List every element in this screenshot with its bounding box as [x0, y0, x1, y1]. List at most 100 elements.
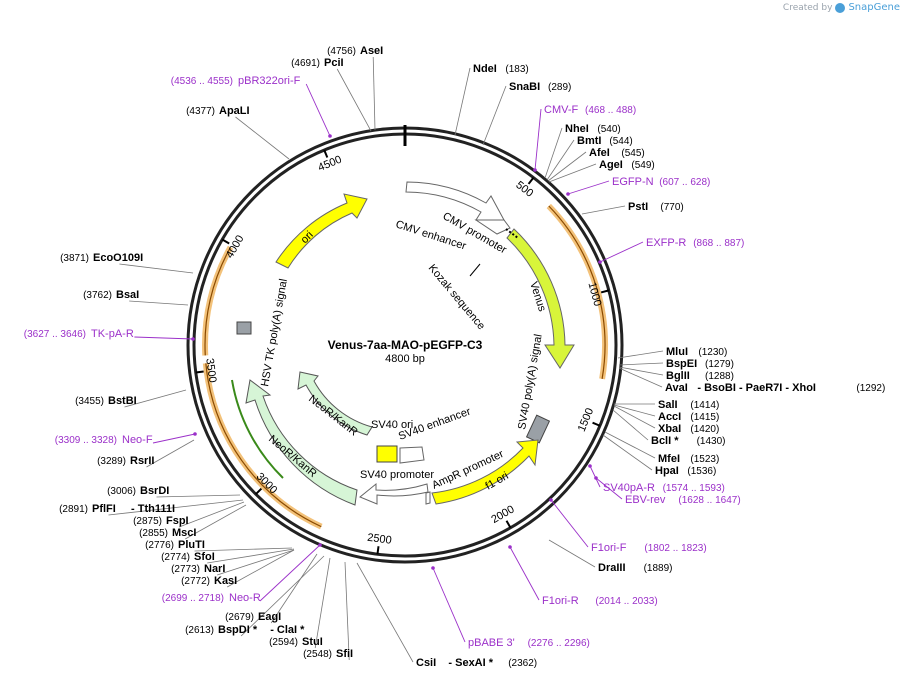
- sv40-polya-box[interactable]: [525, 414, 551, 444]
- enzyme-name[interactable]: FspI: [166, 515, 189, 527]
- enzyme-name[interactable]: EagI: [258, 611, 281, 623]
- primer-position: (2276 .. 2296): [528, 638, 590, 649]
- enzyme-name[interactable]: AccI: [658, 411, 681, 423]
- enzyme-name[interactable]: MfeI: [658, 453, 680, 465]
- enzyme-extra[interactable]: - ClaI *: [270, 624, 305, 636]
- enzyme-name[interactable]: PciI: [324, 57, 344, 69]
- primer-name[interactable]: EXFP-R: [646, 237, 686, 249]
- sv40-promoter-arrow[interactable]: [359, 482, 429, 505]
- enzyme-name[interactable]: CsiI: [416, 657, 436, 669]
- enzyme-name[interactable]: MscI: [172, 527, 196, 539]
- primer-name[interactable]: EGFP-N: [612, 176, 654, 188]
- tick-label: 2500: [367, 532, 393, 547]
- features: [231, 181, 575, 506]
- enzyme-name[interactable]: KasI: [214, 575, 237, 587]
- primer-site-mark: [328, 134, 332, 138]
- hsv-tk-polya-box[interactable]: [236, 321, 252, 335]
- neokanr-inner-arrow[interactable]: [297, 371, 373, 436]
- primer-name[interactable]: F1ori-R: [542, 595, 579, 607]
- orf-arc: [205, 363, 322, 528]
- enzyme-name[interactable]: AvaI: [665, 382, 688, 394]
- enzyme-name[interactable]: NarI: [204, 563, 225, 575]
- enzyme-name[interactable]: AgeI: [599, 159, 623, 171]
- venus-arrow[interactable]: [506, 228, 575, 369]
- primer-name[interactable]: Neo-R: [229, 592, 261, 604]
- primer-name[interactable]: TK-pA-R: [91, 328, 134, 340]
- enzyme-name[interactable]: BsaI: [116, 289, 139, 301]
- primer-leader: [432, 567, 466, 643]
- primer-name[interactable]: Neo-F: [122, 434, 153, 446]
- enzyme-name[interactable]: ApaLI: [219, 105, 250, 117]
- enzyme-name[interactable]: HpaI: [655, 465, 679, 477]
- f1-ori-arrow[interactable]: [431, 439, 539, 505]
- primer-labels: (4536 .. 4555)pBR322ori-F(468 .. 488)CMV…: [24, 75, 745, 649]
- enzyme-name[interactable]: XbaI: [658, 423, 681, 435]
- enzyme-position: (770): [660, 202, 683, 213]
- tick-label: 2000: [489, 503, 516, 526]
- enzyme-position: (2855): [139, 528, 168, 539]
- enzyme-name[interactable]: BmtI: [577, 135, 601, 147]
- primer-name[interactable]: pBABE 3': [468, 637, 515, 649]
- label-sv40-promoter: SV40 promoter: [360, 469, 434, 481]
- snapgene-logo-icon: [835, 2, 846, 13]
- enzyme-name[interactable]: BclI *: [651, 435, 679, 447]
- enzyme-extra[interactable]: - Tth111I: [131, 503, 175, 515]
- kozak-mark: [469, 263, 481, 277]
- enzyme-extra[interactable]: - BsoBI - PaeR7I - XhoI: [697, 382, 816, 394]
- enzyme-leader: [240, 555, 325, 637]
- primer-name[interactable]: F1ori-F: [591, 542, 627, 554]
- enzyme-extra[interactable]: - SexAI *: [448, 657, 493, 669]
- primer-position: (2014 .. 2033): [595, 596, 657, 607]
- enzyme-name[interactable]: DraIII: [598, 562, 626, 574]
- enzyme-name[interactable]: SfiI: [336, 648, 353, 660]
- enzyme-leader: [547, 151, 587, 182]
- tick-label: 1000: [585, 281, 603, 308]
- bp-ticks: [195, 149, 610, 555]
- enzyme-leader: [185, 504, 247, 540]
- enzyme-name[interactable]: NheI: [565, 123, 589, 135]
- enzyme-name[interactable]: BstBI: [108, 395, 137, 407]
- ampr-promoter-box[interactable]: [425, 491, 431, 505]
- enzyme-position: (1230): [698, 347, 727, 358]
- enzyme-position: (2774): [161, 552, 190, 563]
- primer-name[interactable]: EBV-rev: [625, 494, 666, 506]
- enzyme-position: (2875): [133, 516, 162, 527]
- enzyme-name[interactable]: BspEI: [666, 358, 697, 370]
- enzyme-name[interactable]: SnaBI: [509, 81, 540, 93]
- enzyme-name[interactable]: RsrII: [130, 455, 154, 467]
- cmv-promoter-arrow[interactable]: [474, 219, 511, 235]
- enzyme-position: (1288): [705, 371, 734, 382]
- enzyme-name[interactable]: PluTI: [178, 539, 205, 551]
- primer-site-mark: [533, 168, 537, 172]
- tick-mark: [221, 238, 230, 245]
- primer-name[interactable]: pBR322ori-F: [238, 75, 301, 87]
- primer-position: (1574 .. 1593): [663, 483, 725, 494]
- primer-leader: [509, 546, 540, 601]
- sv40-ori-box[interactable]: [376, 445, 398, 463]
- enzyme-name[interactable]: AfeI: [589, 147, 610, 159]
- neokanr-outer-arrow[interactable]: [245, 379, 358, 506]
- enzyme-name[interactable]: MluI: [666, 346, 688, 358]
- enzyme-name[interactable]: EcoO109I: [93, 252, 143, 264]
- enzyme-position: (1414): [690, 400, 719, 411]
- enzyme-position: (1889): [644, 563, 673, 574]
- enzyme-leader: [108, 499, 244, 516]
- enzyme-name[interactable]: BglII: [666, 370, 690, 382]
- ori-arrow[interactable]: [275, 193, 368, 269]
- primer-name[interactable]: CMV-F: [544, 104, 579, 116]
- enzyme-name[interactable]: PstI: [628, 201, 648, 213]
- primer-leader: [595, 477, 623, 500]
- enzyme-name[interactable]: StuI: [302, 636, 323, 648]
- enzyme-name[interactable]: SalI: [658, 399, 678, 411]
- primer-site-mark: [549, 498, 553, 502]
- primer-name[interactable]: SV40pA-R: [603, 482, 655, 494]
- enzyme-name[interactable]: PflFI: [92, 503, 116, 515]
- enzyme-name[interactable]: SfoI: [194, 551, 215, 563]
- enzyme-name[interactable]: BsrDI: [140, 485, 169, 497]
- enzyme-name[interactable]: BspDI *: [218, 624, 258, 636]
- enzyme-name[interactable]: NdeI: [473, 63, 497, 75]
- enzyme-name[interactable]: AseI: [360, 45, 383, 57]
- primer-site-mark: [566, 192, 570, 196]
- sv40-enhancer-box[interactable]: [399, 446, 425, 464]
- enzyme-position: (1279): [705, 359, 734, 370]
